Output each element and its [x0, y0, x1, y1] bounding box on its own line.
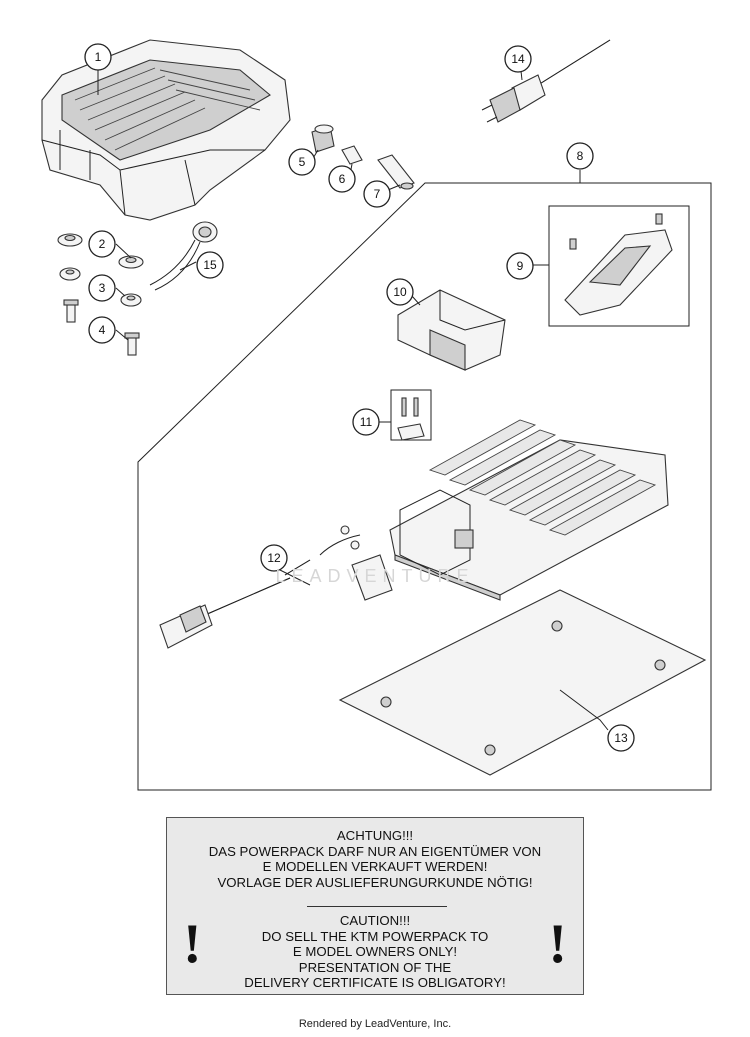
- svg-text:4: 4: [99, 323, 106, 337]
- callout-12[interactable]: 12: [260, 544, 288, 572]
- warning-en-line: CAUTION!!!: [339, 913, 411, 928]
- svg-text:2: 2: [99, 237, 106, 251]
- bushing-set[interactable]: [59, 267, 142, 307]
- callout-4[interactable]: 4: [88, 316, 116, 344]
- svg-text:11: 11: [360, 415, 373, 429]
- warning-divider: [307, 906, 447, 907]
- kit-8-outline: [137, 170, 712, 791]
- callout-6[interactable]: 6: [328, 165, 356, 193]
- svg-text:5: 5: [299, 155, 306, 169]
- warning-english: CAUTION!!! DO SELL THE KTM POWERPACK TO …: [207, 913, 543, 991]
- warning-de-line: ACHTUNG!!!: [336, 828, 414, 843]
- callout-15[interactable]: 15: [196, 251, 224, 279]
- warning-de-line: VORLAGE DER AUSLIEFERUNGURKUNDE NÖTIG!: [217, 874, 533, 890]
- callout-9[interactable]: 9: [506, 252, 534, 280]
- callout-11[interactable]: 11: [352, 408, 380, 436]
- connector-tube[interactable]: [377, 154, 415, 190]
- connector-sleeve[interactable]: [341, 145, 363, 165]
- svg-text:13: 13: [614, 731, 628, 745]
- svg-text:7: 7: [374, 187, 381, 201]
- connector-nut[interactable]: [311, 124, 335, 153]
- warning-en-line: PRESENTATION OF THE: [298, 959, 452, 975]
- warning-de-line: DAS POWERPACK DARF NUR AN EIGENTÜMER VON: [208, 843, 542, 859]
- base-plate[interactable]: [338, 589, 707, 776]
- svg-text:9: 9: [517, 259, 524, 273]
- callout-5[interactable]: 5: [288, 148, 316, 176]
- callout-10[interactable]: 10: [386, 278, 414, 306]
- warning-en-line: DELIVERY CERTIFICATE IS OBLIGATORY!: [244, 975, 506, 990]
- cable-harness[interactable]: [159, 525, 393, 649]
- warning-en-line: E MODEL OWNERS ONLY!: [292, 944, 458, 959]
- fastener-kit-box: [390, 389, 432, 441]
- powerpack-housing[interactable]: [41, 39, 291, 221]
- watermark: LEADVENTURE: [275, 566, 474, 586]
- svg-text:3: 3: [99, 281, 106, 295]
- handle-kit-box: [548, 205, 690, 327]
- callout-1[interactable]: 1: [84, 43, 112, 71]
- parts-diagram: 1 2 3 4 5 6 7 8 9 10 11 12 13 14 15 LEAD…: [41, 39, 712, 791]
- warning-box: ACHTUNG!!! DAS POWERPACK DARF NUR AN EIG…: [166, 817, 584, 995]
- svg-text:8: 8: [577, 149, 584, 163]
- svg-text:10: 10: [393, 285, 407, 299]
- svg-text:12: 12: [267, 551, 281, 565]
- exclamation-icon-left: !: [183, 913, 202, 975]
- warning-de-line: E MODELLEN VERKAUFT WERDEN!: [262, 859, 488, 874]
- svg-text:14: 14: [511, 52, 525, 66]
- svg-text:6: 6: [339, 172, 346, 186]
- exclamation-icon-right: !: [548, 913, 567, 975]
- callout-14[interactable]: 14: [504, 45, 532, 73]
- svg-text:1: 1: [95, 50, 102, 64]
- charge-port-cap[interactable]: [149, 221, 218, 291]
- warning-german: ACHTUNG!!! DAS POWERPACK DARF NUR AN EIG…: [207, 828, 543, 890]
- terminal-cover[interactable]: [397, 289, 506, 371]
- charger-handle[interactable]: [564, 213, 673, 316]
- charger-unit[interactable]: [389, 419, 669, 601]
- callout-3[interactable]: 3: [88, 274, 116, 302]
- callout-8[interactable]: 8: [566, 142, 594, 170]
- power-plug[interactable]: [481, 39, 611, 123]
- svg-text:15: 15: [203, 258, 217, 272]
- callout-7[interactable]: 7: [363, 180, 391, 208]
- footer-credit: Rendered by LeadVenture, Inc.: [298, 1018, 452, 1030]
- callout-13[interactable]: 13: [607, 724, 635, 752]
- warning-en-line: DO SELL THE KTM POWERPACK TO: [261, 928, 489, 944]
- screw-set[interactable]: [63, 299, 140, 356]
- grommet-set[interactable]: [57, 233, 144, 269]
- callout-2[interactable]: 2: [88, 230, 116, 258]
- fastener-kit[interactable]: [397, 397, 425, 441]
